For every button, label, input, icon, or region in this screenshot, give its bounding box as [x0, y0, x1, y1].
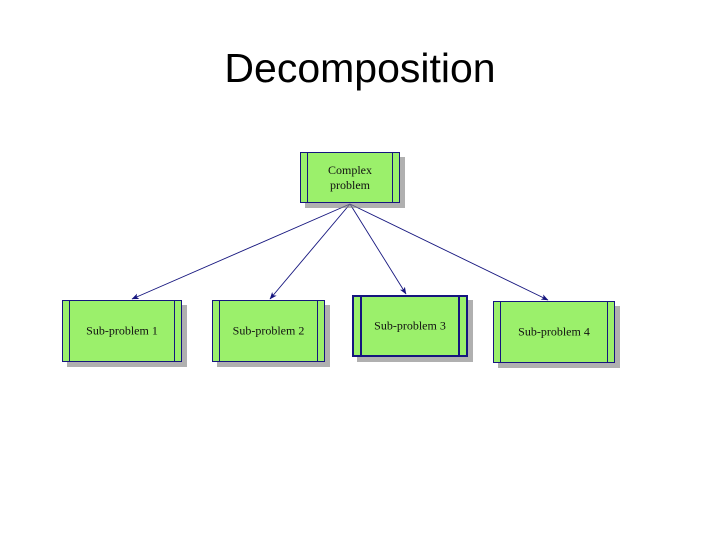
node-label: Complex problem	[328, 162, 372, 192]
node-inner-rule-left	[69, 301, 70, 361]
arrow-to-sub-problem-1	[131, 203, 351, 300]
arrow-to-sub-problem-4	[349, 203, 549, 301]
node-inner-rule-right	[392, 153, 393, 202]
node-sub-problem-4[interactable]: Sub-problem 4	[493, 301, 615, 363]
node-inner-rule-left	[307, 153, 308, 202]
node-sub-problem-2[interactable]: Sub-problem 2	[212, 300, 325, 362]
node-label: Sub-problem 2	[232, 323, 305, 338]
node-inner-rule-right	[174, 301, 175, 361]
page-title: Decomposition	[224, 45, 496, 91]
node-inner-rule-right	[607, 302, 608, 362]
node-inner-rule-left	[219, 301, 220, 361]
arrow-to-sub-problem-2	[269, 203, 351, 300]
node-sub-problem-1[interactable]: Sub-problem 1	[62, 300, 182, 362]
node-complex-problem[interactable]: Complex problem	[300, 152, 400, 203]
arrow-to-sub-problem-3	[349, 203, 407, 295]
node-sub-problem-3[interactable]: Sub-problem 3	[352, 295, 468, 357]
node-inner-rule-right	[317, 301, 318, 361]
node-inner-rule-right	[458, 297, 460, 355]
node-label: Sub-problem 4	[518, 324, 590, 339]
node-inner-rule-left	[360, 297, 362, 355]
node-label: Sub-problem 3	[374, 318, 446, 333]
node-label: Sub-problem 1	[86, 323, 158, 338]
node-inner-rule-left	[500, 302, 501, 362]
